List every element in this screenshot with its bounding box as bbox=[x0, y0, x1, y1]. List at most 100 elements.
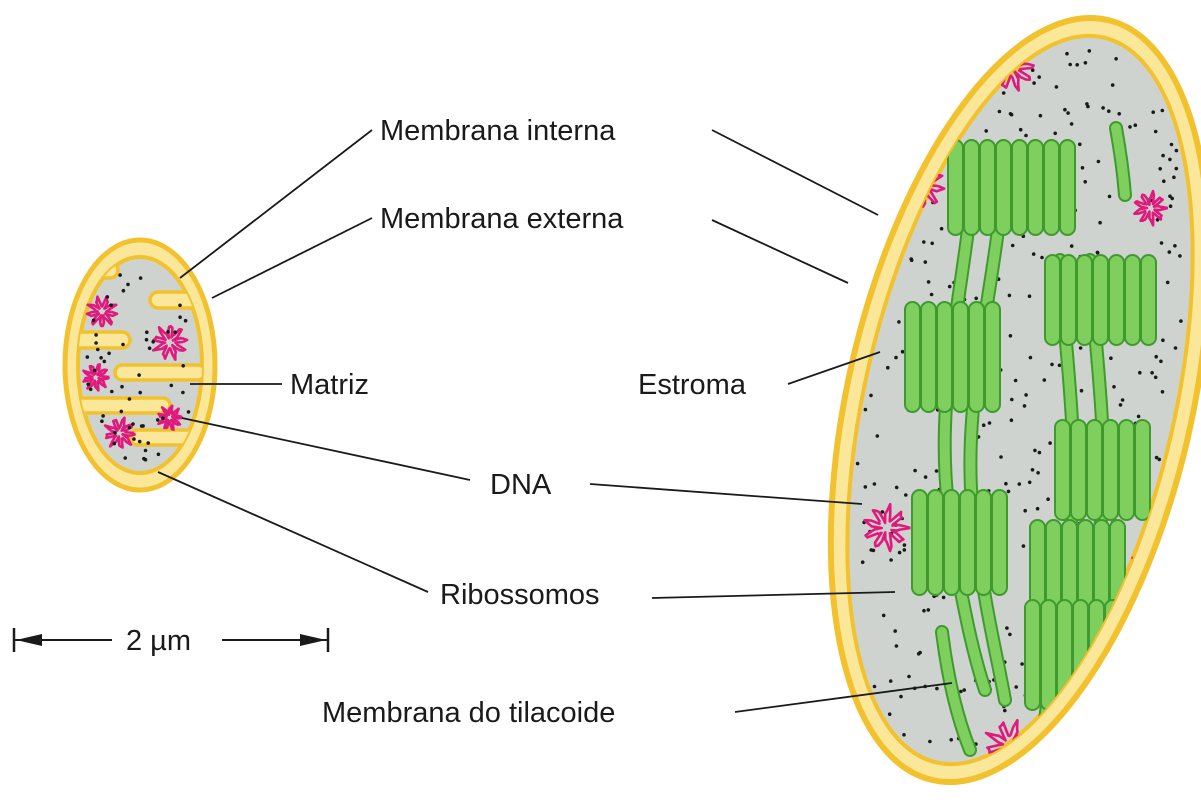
mitochondrion-ribosome bbox=[156, 418, 160, 422]
chloroplast-ribosome bbox=[861, 560, 865, 564]
mitochondrion-ribosome bbox=[161, 416, 165, 420]
thylakoid-disc bbox=[976, 490, 991, 595]
mitochondrion-ribosome bbox=[139, 276, 143, 280]
chloroplast-ribosome bbox=[1168, 194, 1172, 198]
chloroplast-ribosome bbox=[1032, 252, 1036, 256]
label-membrana-tilacoide: Membrana do tilacoide bbox=[322, 697, 615, 729]
mitochondrion-ribosome bbox=[178, 304, 182, 308]
chloroplast-ribosome bbox=[1085, 102, 1089, 106]
chloroplast-ribosome bbox=[1019, 128, 1023, 132]
mitochondrion-ribosome bbox=[99, 356, 103, 360]
chloroplast-ribosome bbox=[1158, 167, 1162, 171]
mitochondrion-ribosome bbox=[132, 437, 136, 441]
mitochondrion-ribosome bbox=[138, 391, 142, 395]
mitochondrion-ribosome bbox=[118, 273, 122, 277]
chloroplast-ribosome bbox=[1160, 241, 1164, 245]
chloroplast-ribosome bbox=[1031, 468, 1035, 472]
chloroplast-ribosome bbox=[1078, 143, 1082, 147]
thylakoid-disc bbox=[985, 302, 1000, 412]
chloroplast-ribosome bbox=[1032, 81, 1036, 85]
label-membrana-externa: Membrana externa bbox=[380, 203, 624, 235]
mitochondrion-ribosome bbox=[96, 348, 100, 352]
leader-dna-mito bbox=[182, 418, 470, 480]
thylakoid-disc bbox=[1103, 420, 1118, 520]
chloroplast-ribosome bbox=[1050, 363, 1054, 367]
mitochondrion-ribosome bbox=[131, 422, 135, 426]
thylakoid-disc bbox=[1109, 255, 1124, 345]
mitochondrion-ribosome bbox=[93, 369, 97, 373]
mitochondrion-ribosome bbox=[146, 441, 150, 445]
chloroplast-ribosome bbox=[1002, 91, 1006, 95]
chloroplast-ribosome bbox=[1023, 404, 1027, 408]
thylakoid-disc bbox=[969, 302, 984, 412]
thylakoid-disc bbox=[944, 490, 959, 595]
thylakoid-disc bbox=[964, 140, 979, 235]
thylakoid-disc bbox=[1055, 420, 1070, 520]
mitochondrion-ribosome bbox=[92, 319, 96, 323]
leader-membrana-interna-chloro bbox=[712, 130, 878, 215]
label-membrana-interna: Membrana interna bbox=[380, 115, 616, 147]
chloroplast-ribosome bbox=[1128, 125, 1132, 129]
chloroplast-ribosome bbox=[998, 110, 1002, 114]
mitochondrion-ribosome bbox=[187, 410, 191, 414]
chloroplast-ribosome bbox=[924, 260, 928, 264]
chloroplast-ribosome bbox=[1033, 449, 1037, 453]
leader-dna-chloro bbox=[590, 484, 862, 504]
chloroplast-ribosome bbox=[1161, 390, 1165, 394]
chloroplast-ribosome bbox=[1043, 378, 1047, 382]
chloroplast-ribosome bbox=[1161, 154, 1165, 158]
chloroplast-ribosome bbox=[1114, 57, 1118, 61]
mitochondrion-ribosome bbox=[145, 338, 149, 342]
chloroplast-ribosome bbox=[1155, 456, 1159, 460]
chloroplast bbox=[765, 0, 1201, 810]
chloroplast-ribosome bbox=[856, 462, 860, 466]
chloroplast-ribosome bbox=[1161, 338, 1165, 342]
chloroplast-ribosome bbox=[1170, 143, 1174, 147]
chloroplast-ribosome bbox=[982, 423, 986, 427]
chloroplast-ribosome bbox=[948, 285, 952, 289]
chloroplast-ribosome bbox=[1075, 63, 1079, 67]
chloroplast-ribosome bbox=[1081, 166, 1085, 170]
mitochondrion-ribosome bbox=[173, 330, 177, 334]
chloroplast-ribosome bbox=[940, 227, 944, 231]
thylakoid-disc bbox=[928, 490, 943, 595]
chloroplast-ribosome bbox=[1068, 63, 1072, 67]
chloroplast-ribosome bbox=[1138, 371, 1142, 375]
chloroplast-ribosome bbox=[897, 320, 901, 324]
mitochondrion-ribosome bbox=[120, 385, 124, 389]
chloroplast-ribosome bbox=[1166, 281, 1170, 285]
chloroplast-ribosome bbox=[1174, 346, 1178, 350]
chloroplast-ribosome bbox=[1048, 441, 1052, 445]
chloroplast-ribosome bbox=[1036, 507, 1040, 511]
chloroplast-ribosome bbox=[935, 469, 939, 473]
mitochondrion-ribosome bbox=[121, 343, 125, 347]
chloroplast-ribosome bbox=[1037, 75, 1041, 79]
mitochondrion-ribosome bbox=[101, 414, 105, 418]
chloroplast-ribosome bbox=[1084, 61, 1088, 65]
mitochondrion-ribosome bbox=[100, 419, 104, 423]
chloroplast-ribosome bbox=[1169, 204, 1173, 208]
chloroplast-ribosome bbox=[901, 350, 905, 354]
chloroplast-ribosome bbox=[873, 685, 877, 689]
chloroplast-ribosome bbox=[930, 242, 934, 246]
chloroplast-ribosome bbox=[1070, 122, 1074, 126]
chloroplast-ribosome bbox=[864, 408, 868, 412]
chloroplast-ribosome bbox=[1055, 85, 1059, 89]
scale-bar-left-arrow bbox=[16, 634, 42, 646]
thylakoid-disc bbox=[1060, 140, 1075, 235]
thylakoid-disc bbox=[1041, 600, 1056, 710]
chloroplast-ribosome bbox=[1070, 244, 1074, 248]
chloroplast-ribosome bbox=[922, 240, 926, 244]
mitochondrion-ribosome bbox=[138, 440, 142, 444]
chloroplast-ribosome bbox=[1009, 112, 1013, 116]
chloroplast-ribosome bbox=[1083, 180, 1087, 184]
chloroplast-ribosome bbox=[1088, 49, 1092, 53]
leader-membrana-externa-chloro bbox=[712, 220, 848, 283]
chloroplast-ribosome bbox=[1010, 398, 1014, 402]
chloroplast-ribosome bbox=[1168, 250, 1172, 254]
chloroplast-ribosome bbox=[907, 675, 911, 679]
thylakoid-disc bbox=[1071, 420, 1086, 520]
chloroplast-ribosome bbox=[1154, 130, 1158, 134]
label-matriz: Matriz bbox=[290, 369, 369, 401]
mitochondrion-ribosome bbox=[181, 391, 185, 395]
